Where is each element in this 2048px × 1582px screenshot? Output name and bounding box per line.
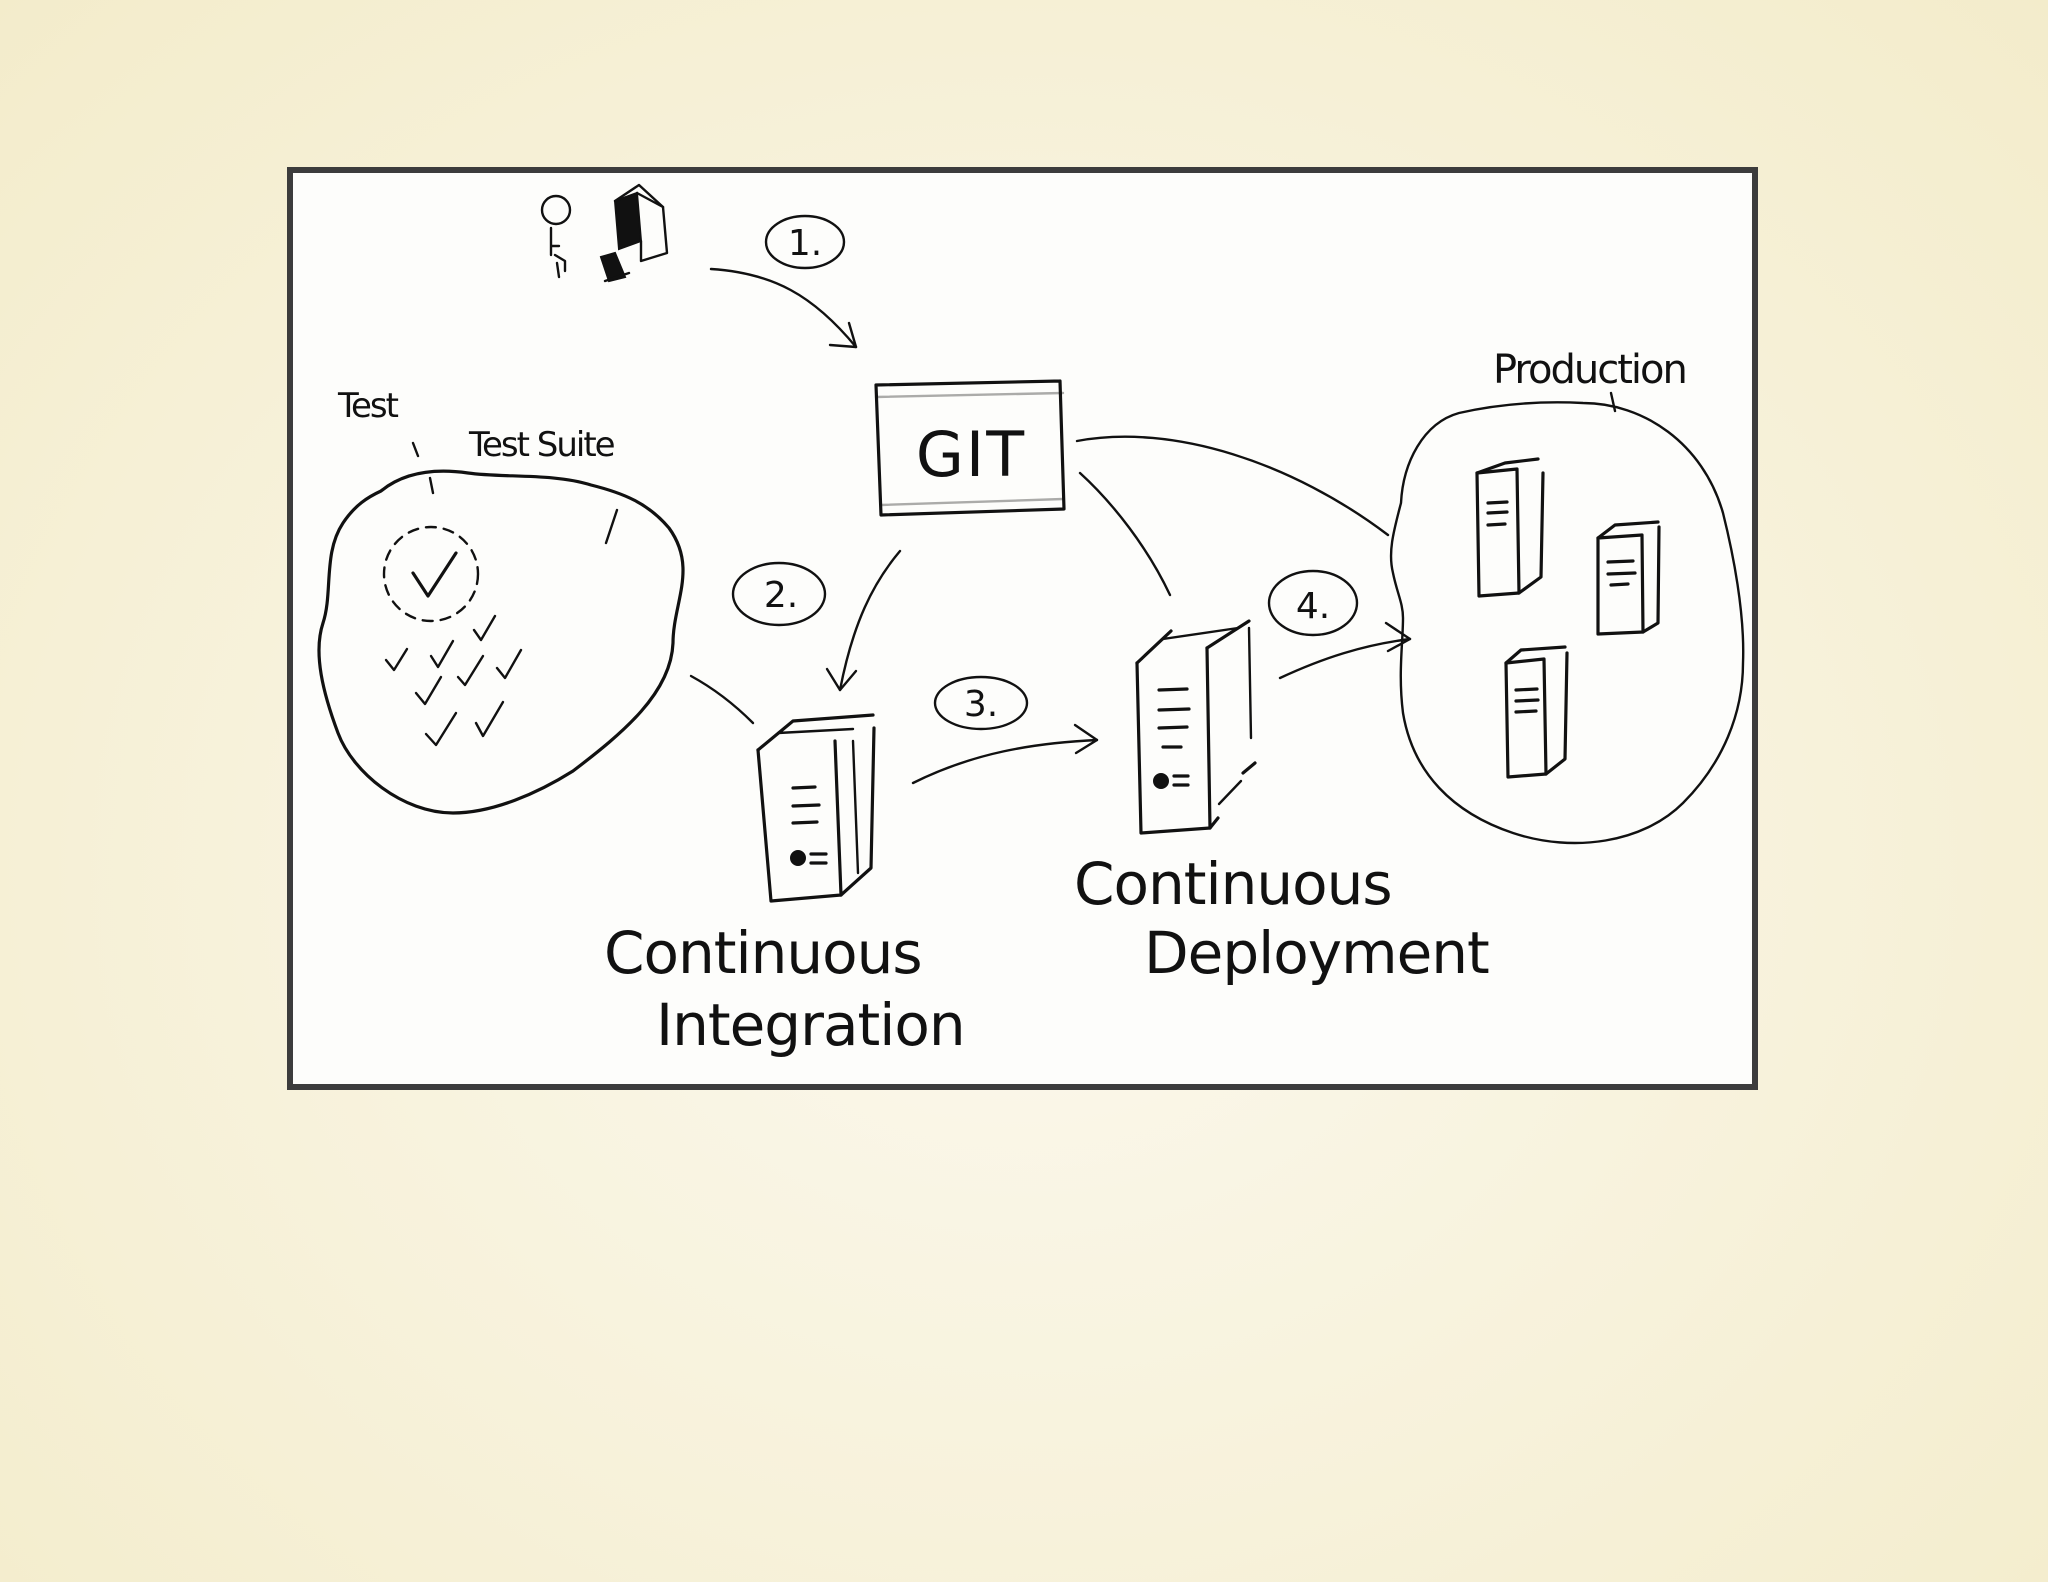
arc-git-to-cd — [1080, 473, 1170, 595]
production-cloud — [1391, 402, 1743, 843]
laptop-icon — [601, 253, 629, 281]
connector-tests-to-ci — [691, 676, 753, 723]
arrow-dev-to-git — [711, 269, 856, 347]
git-label: GIT — [916, 418, 1026, 491]
production-pointer — [1611, 393, 1615, 411]
checkmark-icon — [386, 553, 521, 745]
developer-icon — [542, 196, 570, 277]
server-icon — [1477, 459, 1543, 596]
test-suite-pointer — [606, 510, 617, 543]
test-label: Test — [337, 386, 399, 426]
test-pointer — [413, 443, 433, 493]
production-label: Production — [1493, 347, 1686, 393]
server-icon — [758, 715, 874, 901]
step-1-label: 1. — [788, 223, 822, 264]
cd-caption-line2: Deployment — [1144, 919, 1489, 987]
arrowhead-ci-to-cd — [1075, 725, 1097, 753]
whiteboard-frame: 1. GIT 2. — [287, 167, 1758, 1090]
arrow-cd-to-production — [1280, 639, 1410, 678]
step-3-label: 3. — [964, 684, 998, 725]
step-1-badge: 1. — [766, 216, 844, 268]
test-dashed-ring — [384, 527, 478, 621]
server-icon — [1598, 522, 1659, 634]
step-2-label: 2. — [764, 575, 798, 616]
server-icon — [1137, 621, 1255, 833]
step-4-badge: 4. — [1269, 571, 1357, 635]
ci-caption-line2: Integration — [656, 991, 965, 1059]
test-suite-blob — [319, 471, 683, 813]
cd-caption-line1: Continuous — [1074, 850, 1392, 918]
server-icon — [1506, 647, 1567, 777]
arrow-git-to-ci — [840, 551, 900, 690]
step-4-label: 4. — [1296, 586, 1330, 627]
ci-cd-diagram: 1. GIT 2. — [293, 173, 1752, 1084]
test-suite-label: Test Suite — [468, 425, 615, 465]
git-repository: GIT — [876, 381, 1064, 515]
arrowhead-cd-to-production — [1386, 623, 1410, 651]
arrow-ci-to-cd — [913, 740, 1097, 783]
step-2-badge: 2. — [733, 563, 825, 625]
ci-caption-line1: Continuous — [604, 919, 922, 987]
package-icon — [615, 185, 667, 261]
step-3-badge: 3. — [935, 677, 1027, 729]
